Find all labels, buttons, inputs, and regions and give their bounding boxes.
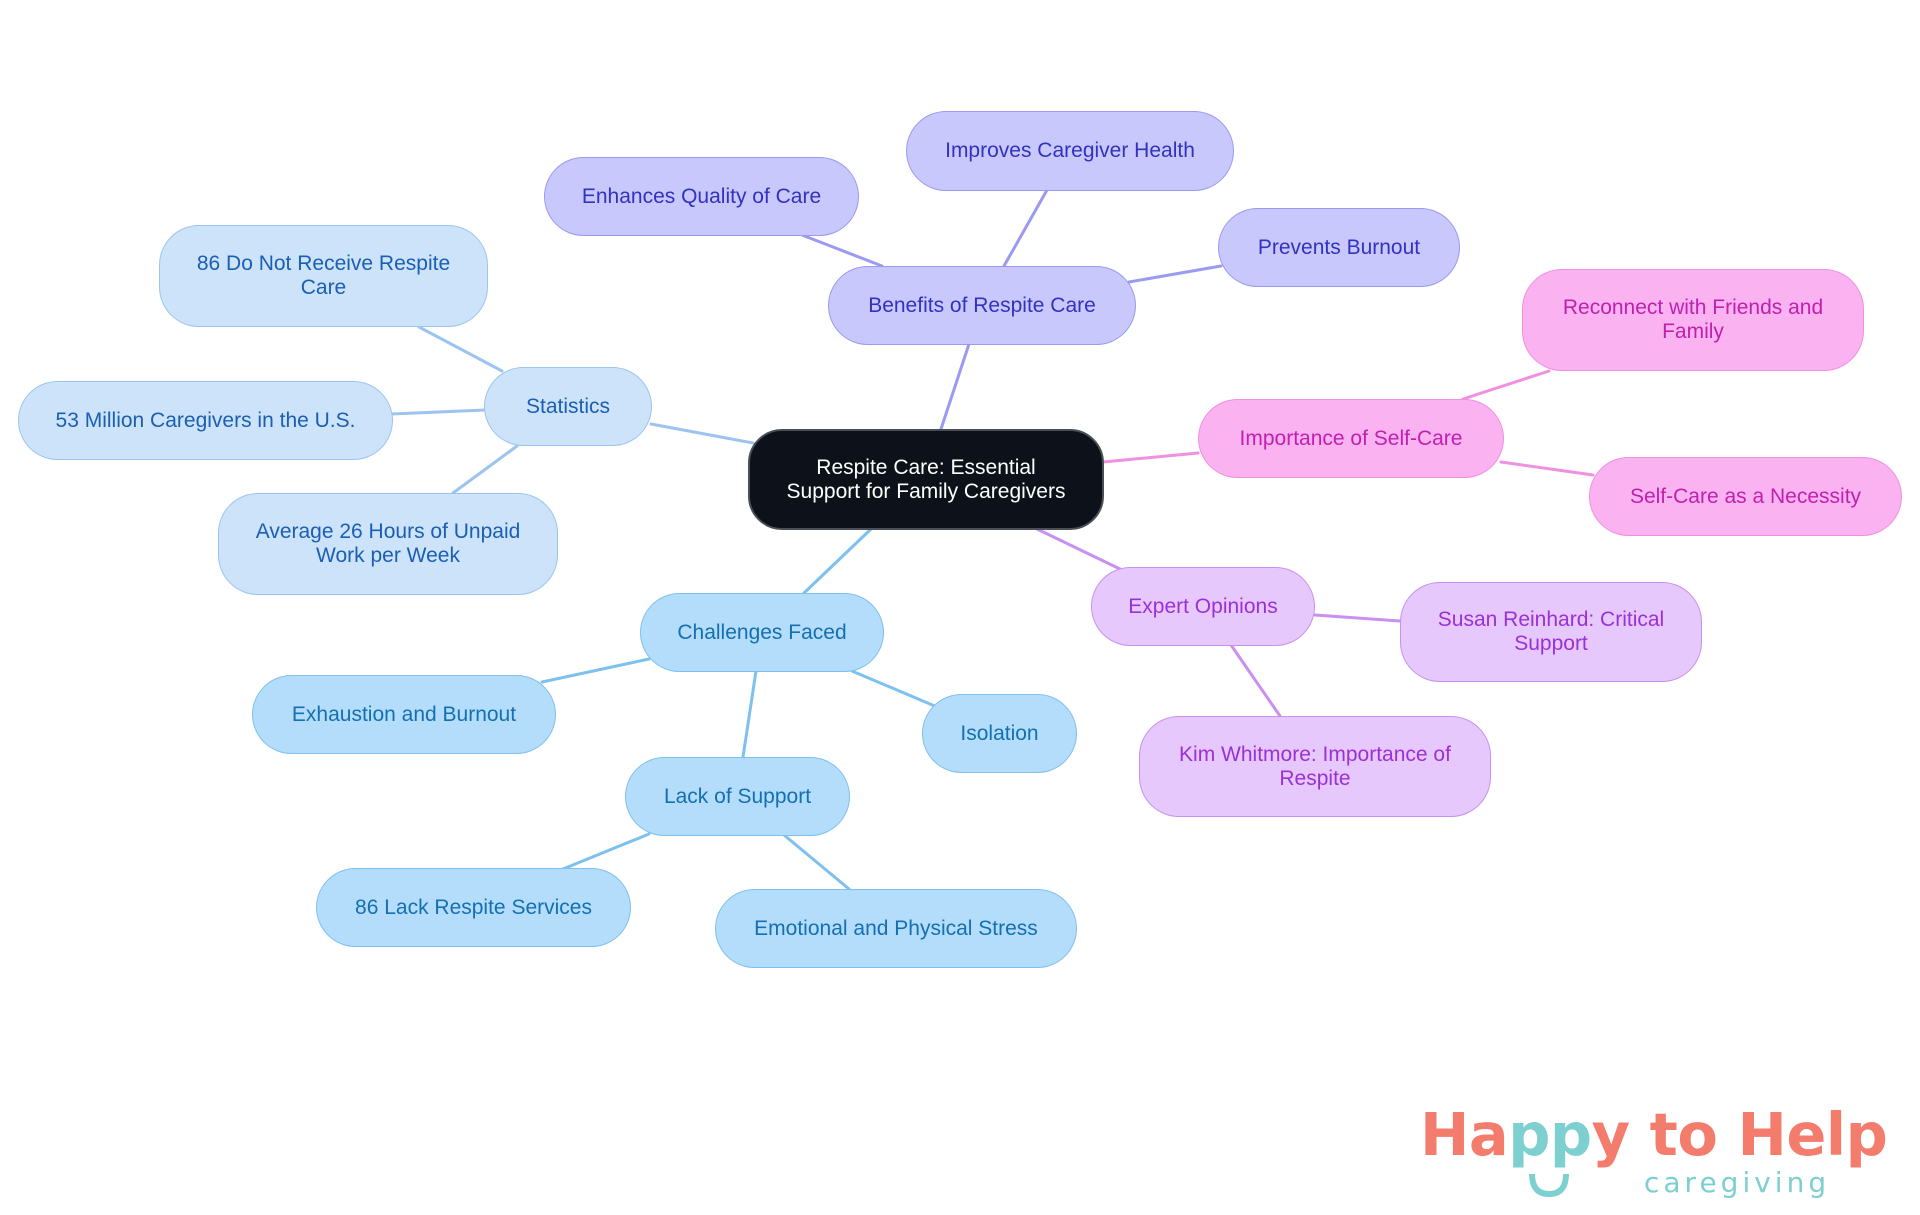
node-average-26-hours[interactable]: Average 26 Hours of Unpaid Work per Week [218, 493, 558, 595]
node-challenges-faced[interactable]: Challenges Faced [640, 593, 884, 672]
node-statistics[interactable]: Statistics [484, 367, 652, 446]
node-improves-caregiver-health[interactable]: Improves Caregiver Health [906, 111, 1234, 191]
node-label: Benefits of Respite Care [868, 293, 1096, 317]
node-emotional-and-physical-stress[interactable]: Emotional and Physical Stress [715, 889, 1077, 968]
edge-statistics-53-million [390, 408, 487, 416]
node-self-care-as-a-necessity[interactable]: Self-Care as a Necessity [1589, 457, 1902, 536]
happy-to-help-logo: Happy to Help caregiving [1420, 1100, 1890, 1210]
edge-benefits-prevents [1127, 264, 1223, 284]
edge-root-statistics [649, 422, 755, 445]
node-benefits-of-respite-care[interactable]: Benefits of Respite Care [828, 266, 1136, 345]
node-label-line-2: Respite [1279, 766, 1351, 790]
logo-title: Happy to Help [1420, 1100, 1888, 1170]
edge-lack-86-lack [561, 832, 651, 871]
node-label-line-2: Family [1662, 320, 1724, 343]
root-line-2: Support for Family Caregivers [786, 479, 1066, 503]
edge-self-care-reconnect [1461, 369, 1551, 401]
node-label-line-2: Support [1514, 632, 1588, 655]
edge-root-challenges [802, 527, 873, 595]
node-label: Enhances Quality of Care [581, 184, 822, 208]
edge-root-self-care [1101, 451, 1200, 464]
node-isolation[interactable]: Isolation [922, 694, 1077, 773]
node-label: Emotional and Physical Stress [754, 916, 1038, 940]
node-exhaustion-and-burnout[interactable]: Exhaustion and Burnout [252, 675, 556, 754]
node-label: Statistics [525, 394, 611, 418]
node-importance-of-self-care[interactable]: Importance of Self-Care [1198, 399, 1504, 478]
edge-self-care-necessity [1499, 460, 1595, 477]
node-label-line-2: Care [300, 276, 347, 299]
node-label: Challenges Faced [677, 620, 847, 644]
logo-subtitle: caregiving [1644, 1166, 1831, 1199]
edge-statistics-86-do-not-receive [417, 325, 504, 373]
node-label-line-1: 86 Do Not Receive Respite [196, 252, 451, 275]
edge-expert-kim [1229, 643, 1282, 718]
logo-title-part-2: pp [1508, 1100, 1592, 1169]
node-label: Importance of Self-Care [1239, 426, 1463, 450]
edge-expert-susan [1313, 613, 1402, 623]
root-line-1: Respite Care: Essential [816, 455, 1036, 479]
smile-icon [1529, 1173, 1569, 1198]
node-label: Isolation [960, 721, 1039, 745]
node-label-line-2: Work per Week [316, 544, 460, 567]
edge-challenges-exhaustion [540, 657, 651, 684]
node-enhances-quality-of-care[interactable]: Enhances Quality of Care [544, 157, 859, 236]
node-label-line-1: Susan Reinhard: Critical [1437, 608, 1665, 631]
root-node[interactable]: Respite Care: Essential Support for Fami… [748, 429, 1104, 530]
edge-benefits-enhances [800, 233, 884, 268]
edge-challenges-isolation [850, 669, 939, 709]
node-label: 53 Million Caregivers in the U.S. [55, 408, 356, 432]
node-label: Exhaustion and Burnout [291, 702, 517, 726]
edge-challenges-lack [741, 669, 758, 759]
node-kim-whitmore[interactable]: Kim Whitmore: Importance of Respite [1139, 716, 1491, 817]
node-label-line-1: Average 26 Hours of Unpaid [255, 520, 521, 543]
node-prevents-burnout[interactable]: Prevents Burnout [1218, 208, 1460, 287]
node-label: Prevents Burnout [1257, 235, 1421, 259]
node-label-line-1: Kim Whitmore: Importance of [1179, 742, 1451, 766]
node-label: Expert Opinions [1128, 594, 1278, 618]
node-label: 86 Lack Respite Services [355, 895, 592, 919]
node-label-line-1: Reconnect with Friends and [1562, 296, 1824, 319]
node-expert-opinions[interactable]: Expert Opinions [1091, 567, 1315, 646]
node-label: Lack of Support [663, 784, 812, 808]
edge-benefits-improves [1002, 188, 1049, 268]
edge-root-expert [1035, 527, 1122, 571]
node-lack-of-support[interactable]: Lack of Support [625, 757, 850, 836]
node-susan-reinhard[interactable]: Susan Reinhard: Critical Support [1400, 582, 1702, 682]
edge-root-benefits [939, 342, 971, 431]
edge-statistics-average-26 [451, 444, 519, 495]
node-reconnect-with-friends-and-family[interactable]: Reconnect with Friends and Family [1522, 269, 1864, 371]
node-label: Improves Caregiver Health [945, 139, 1195, 162]
node-86-do-not-receive-respite-care[interactable]: 86 Do Not Receive Respite Care [159, 225, 488, 327]
node-86-lack-respite-services[interactable]: 86 Lack Respite Services [316, 868, 631, 947]
logo-title-part-1: Ha [1420, 1100, 1509, 1169]
logo-title-part-3: y to Help [1591, 1100, 1888, 1169]
edge-lack-emotional [782, 833, 851, 891]
node-label: Self-Care as a Necessity [1629, 484, 1862, 508]
node-53-million-caregivers[interactable]: 53 Million Caregivers in the U.S. [18, 381, 393, 460]
